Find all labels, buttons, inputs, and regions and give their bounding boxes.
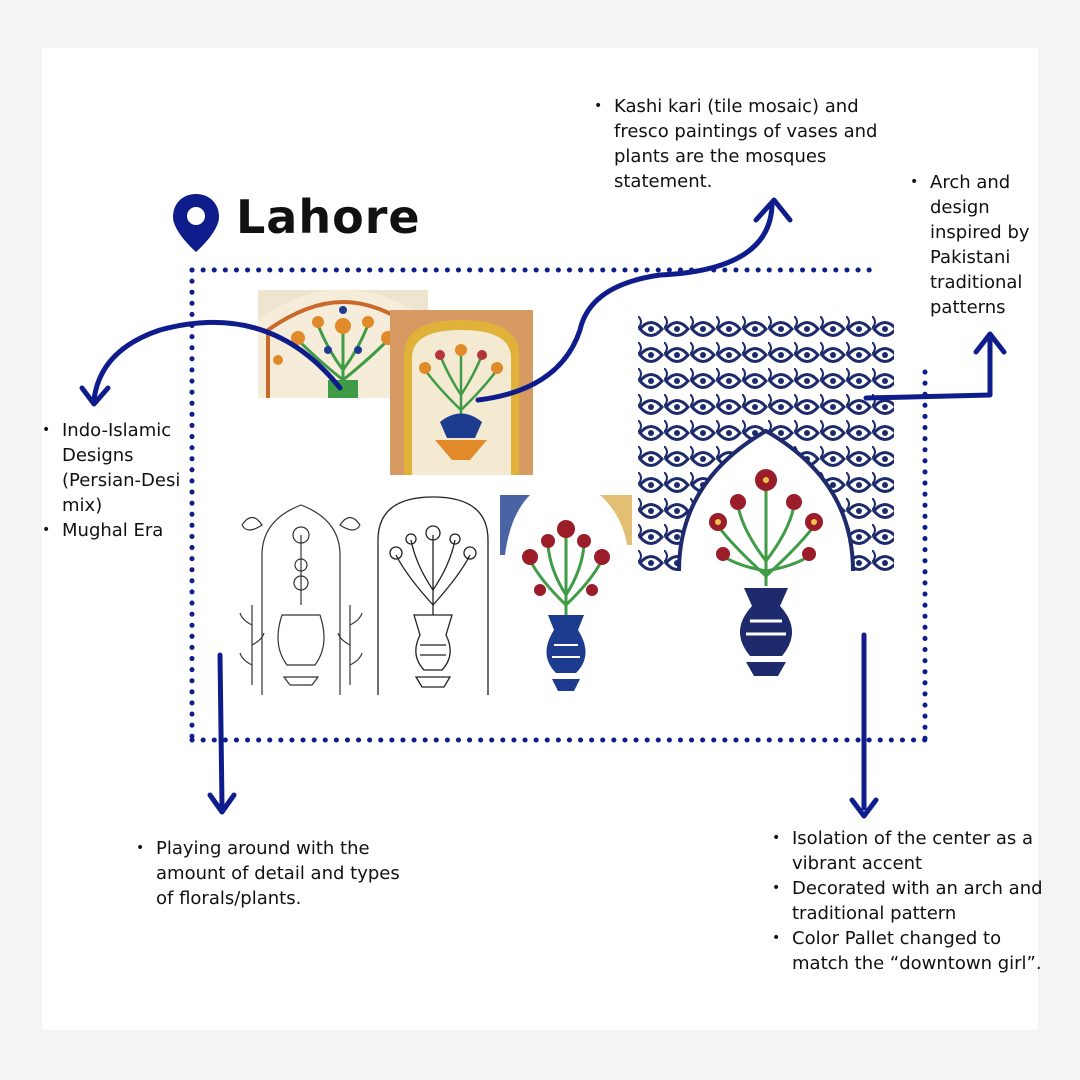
isolation-note: Isolation of the center as a vibrant acc… (770, 826, 1050, 976)
arch-pattern-design-image (638, 316, 894, 686)
note-item: Arch and design inspired by Pakistani tr… (910, 170, 1058, 320)
tile-mosaic-image-2 (390, 310, 533, 475)
location-pin-icon (173, 194, 219, 252)
indo-islamic-note: Indo-Islamic Designs (Persian-Desi mix) … (40, 418, 200, 543)
vase-colored-image (500, 495, 632, 695)
note-item: Mughal Era (42, 518, 200, 543)
note-item: Decorated with an arch and traditional p… (772, 876, 1050, 926)
arch-design-note: Arch and design inspired by Pakistani tr… (908, 170, 1058, 320)
note-item: Indo-Islamic Designs (Persian-Desi mix) (42, 418, 200, 518)
arrow-to-playing-note (217, 652, 225, 808)
arrow-to-arch-note (863, 335, 993, 401)
note-item: Playing around with the amount of detail… (136, 836, 414, 911)
playing-around-note: Playing around with the amount of detail… (134, 836, 414, 911)
vase-sketch-image-1 (232, 495, 370, 695)
note-item: Color Pallet changed to match the “downt… (772, 926, 1050, 976)
kashi-kari-note: Kashi kari (tile mosaic) and fresco pain… (592, 94, 882, 194)
note-item: Isolation of the center as a vibrant acc… (772, 826, 1050, 876)
vase-sketch-image-2 (376, 495, 490, 695)
arrow-to-kashi-kari (475, 202, 775, 403)
tile-mosaic-image-1 (258, 290, 428, 398)
arrow-to-indo-islamic (91, 319, 343, 403)
note-item: Kashi kari (tile mosaic) and fresco pain… (594, 94, 882, 194)
page-title: Lahore (236, 190, 421, 244)
